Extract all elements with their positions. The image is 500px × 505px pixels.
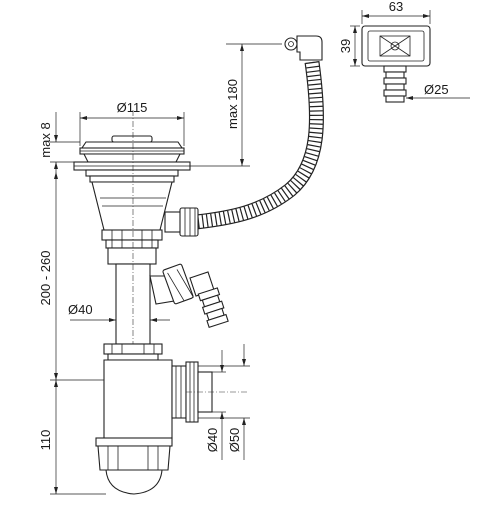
overflow-plate-outer: [361, 25, 431, 67]
label-outlet-large: Ø50: [227, 428, 242, 453]
strainer: Ø115: [73, 100, 199, 237]
corrugated-hose: [195, 60, 325, 230]
overflow-outlet-nozzle: [383, 65, 407, 103]
overflow-fitting: 63 39 Ø25: [338, 0, 470, 103]
strainer-nut: [85, 169, 179, 177]
dimension-outlet: Ø40 Ø50: [186, 344, 250, 460]
label-overflow-width: 63: [389, 0, 403, 14]
dimension-strainer-diameter: Ø115: [79, 100, 185, 146]
label-pipe-diameter: Ø40: [68, 302, 93, 317]
trap-bottom-nut: [95, 437, 173, 447]
trap-body: [103, 359, 173, 439]
dimension-pipe-diameter: Ø40: [68, 302, 170, 322]
dimension-overflow-width: 63: [361, 0, 431, 24]
strainer-collar: [89, 175, 175, 183]
strainer-plug-top: [111, 135, 153, 143]
dimension-overflow-height: 39: [338, 25, 360, 67]
appliance-tee: [107, 247, 157, 265]
label-hose-height: max 180: [225, 79, 240, 129]
trap-outlet-collar: [171, 365, 187, 419]
strainer-ring: [83, 153, 181, 163]
label-outlet-small: Ø40: [205, 428, 220, 453]
label-flange-height: max 8: [38, 122, 53, 157]
overflow-grille: [379, 35, 411, 57]
label-strainer-diameter: Ø115: [117, 100, 148, 115]
appliance-connector: [149, 263, 229, 329]
strainer-flange-top: [80, 141, 184, 149]
trap-cap-bottom: [105, 469, 163, 495]
dimension-bottle-height: 110: [38, 380, 106, 495]
tailpiece: [101, 110, 163, 480]
overflow-screw: [390, 41, 400, 51]
label-overflow-outlet: Ø25: [424, 82, 449, 97]
overflow-connector: [284, 35, 323, 61]
dimension-overflow-outlet: Ø25: [406, 82, 470, 100]
label-bottle-height: 110: [38, 430, 53, 451]
dimension-flange-height: max 8: [38, 112, 80, 172]
dimension-trap-height: 200 - 260: [38, 172, 130, 381]
bottle-trap: [95, 343, 213, 495]
upper-nut-lower: [105, 239, 159, 249]
label-trap-height: 200 - 260: [38, 251, 53, 306]
label-overflow-height: 39: [338, 39, 353, 53]
appliance-nozzle: [197, 287, 229, 329]
connector-elbow: [296, 35, 323, 61]
trap-cap: [97, 445, 171, 471]
upper-nut: [101, 229, 163, 241]
dimension-hose-height: max 180: [190, 43, 282, 167]
connector-nut: [284, 37, 298, 51]
hose-inlet-fitting: [164, 207, 199, 237]
trap-top-ring: [107, 353, 159, 361]
overflow-plate-inner: [367, 30, 425, 62]
overflow-grille-cross-b: [379, 35, 411, 57]
trap-top-nut: [103, 343, 163, 355]
